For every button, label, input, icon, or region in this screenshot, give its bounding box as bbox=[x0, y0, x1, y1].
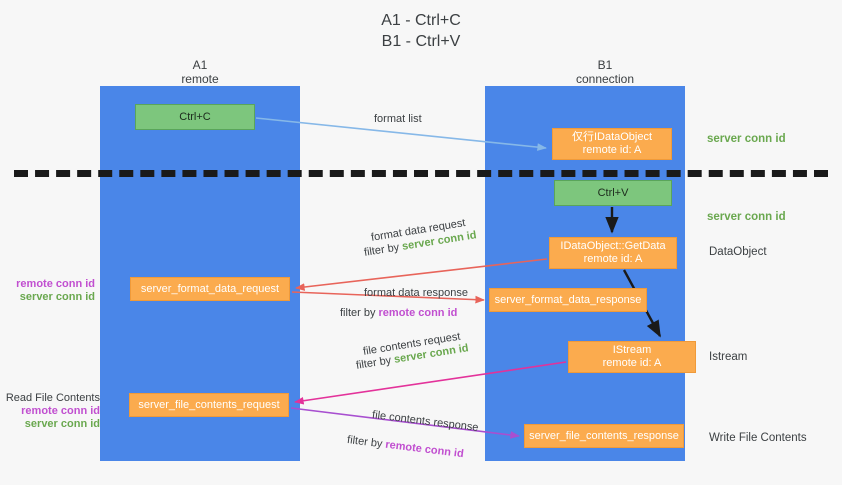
annotation-left-read-file-contents: Read File Contents remote conn id server… bbox=[0, 392, 100, 431]
edge-label-format-data-response-filter: filter by remote conn id bbox=[340, 306, 457, 320]
arrow-format-data-response bbox=[291, 291, 485, 304]
annotation-server-conn-id-left-mid: server conn id bbox=[19, 291, 95, 303]
annotation-dataobject-text: DataObject bbox=[709, 246, 767, 258]
edge-label-format-list-text: format list bbox=[374, 113, 422, 125]
annotation-read-file-contents: Read File Contents bbox=[5, 392, 100, 404]
arrow-file-contents-request bbox=[294, 361, 567, 405]
column-b1-sub: connection bbox=[575, 72, 635, 86]
annotation-server-conn-id-mid: server conn id bbox=[707, 210, 786, 224]
node-getdata-line1: IDataObject::GetData bbox=[560, 240, 666, 252]
annotation-remote-conn-id-mid: remote conn id bbox=[16, 278, 95, 290]
node-istream-line2: remote id: A bbox=[602, 357, 662, 369]
edge-label-format-data-response: format data response bbox=[364, 286, 468, 300]
column-a1-sub: remote bbox=[181, 72, 219, 86]
edge-label-format-list: format list bbox=[374, 112, 422, 126]
node-server-format-data-request[interactable]: server_format_data_request bbox=[130, 277, 290, 301]
node-ctrl-v-label: Ctrl+V bbox=[597, 186, 629, 199]
column-header-a1: A1 remote bbox=[120, 58, 280, 86]
node-server-file-contents-response-label: server_file_contents_response bbox=[529, 429, 679, 442]
node-idataobject-line1: 仅行IDataObject bbox=[571, 131, 653, 143]
node-istream-line1: IStream bbox=[612, 344, 652, 356]
annotation-left-conn-ids-mid: remote conn id server conn id bbox=[0, 278, 95, 304]
node-ctrl-v[interactable]: Ctrl+V bbox=[554, 180, 672, 206]
title-line-1: A1 - Ctrl+C bbox=[381, 12, 461, 29]
column-header-b1: B1 connection bbox=[520, 58, 690, 86]
node-server-format-data-request-label: server_format_data_request bbox=[140, 282, 280, 295]
node-ctrl-c[interactable]: Ctrl+C bbox=[135, 104, 255, 130]
annotation-server-conn-id-top: server conn id bbox=[707, 132, 786, 146]
annotation-server-conn-id-mid-text: server conn id bbox=[707, 211, 786, 223]
node-server-format-data-response-label: server_format_data_response bbox=[494, 293, 642, 306]
node-server-file-contents-response[interactable]: server_file_contents_response bbox=[524, 424, 684, 448]
filter-prefix: filter by bbox=[340, 307, 379, 319]
node-idataobject-getdata[interactable]: IDataObject::GetData remote id: A bbox=[549, 237, 677, 269]
annotation-server-conn-id-top-text: server conn id bbox=[707, 133, 786, 145]
node-server-file-contents-request[interactable]: server_file_contents_request bbox=[129, 393, 289, 417]
node-server-file-contents-request-label: server_file_contents_request bbox=[138, 398, 280, 411]
node-idataobject-line2: remote id: A bbox=[582, 144, 642, 156]
arrow-format-data-request bbox=[295, 258, 548, 291]
title-line-2: B1 - Ctrl+V bbox=[381, 33, 461, 50]
annotation-write-file-contents-text: Write File Contents bbox=[709, 432, 807, 444]
node-idataobject[interactable]: 仅行IDataObject remote id: A bbox=[552, 128, 672, 160]
column-a1-name: A1 bbox=[192, 58, 208, 72]
annotation-dataobject: DataObject bbox=[709, 245, 767, 259]
node-server-format-data-response[interactable]: server_format_data_response bbox=[489, 288, 647, 312]
page-title: A1 - Ctrl+C B1 - Ctrl+V bbox=[0, 10, 842, 52]
phase-divider bbox=[14, 170, 828, 177]
annotation-istream: Istream bbox=[709, 350, 747, 364]
edge-label-format-data-response-text: format data response bbox=[364, 287, 468, 299]
node-ctrl-c-label: Ctrl+C bbox=[179, 110, 211, 123]
column-b1-name: B1 bbox=[597, 58, 613, 72]
annotation-remote-conn-id-low: remote conn id bbox=[21, 405, 100, 417]
node-getdata-line2: remote id: A bbox=[583, 253, 643, 265]
filter-value-remote-conn-id: remote conn id bbox=[378, 307, 458, 319]
annotation-istream-text: Istream bbox=[709, 351, 748, 363]
node-istream[interactable]: IStream remote id: A bbox=[568, 341, 696, 373]
arrow-file-contents-response bbox=[290, 407, 520, 439]
arrow-format-list bbox=[255, 117, 547, 151]
annotation-server-conn-id-left-low: server conn id bbox=[24, 418, 100, 430]
annotation-write-file-contents: Write File Contents bbox=[709, 431, 807, 445]
